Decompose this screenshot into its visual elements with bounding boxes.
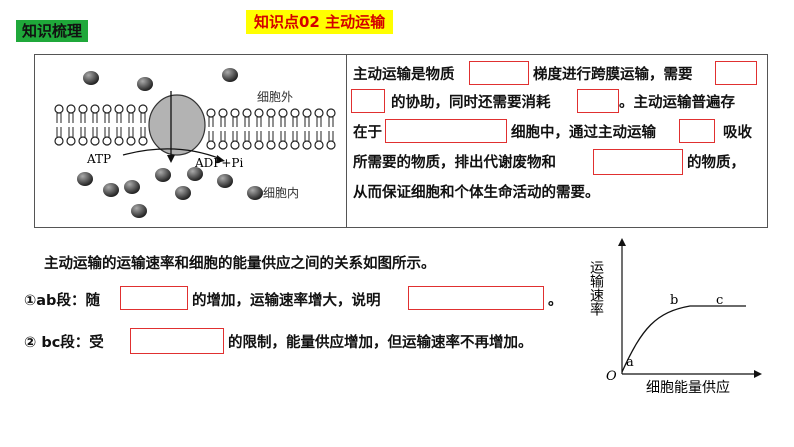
inside-label: 细胞内: [263, 186, 299, 200]
blank-1[interactable]: [469, 61, 529, 85]
molecule: [247, 186, 263, 200]
molecule: [175, 186, 191, 200]
molecule: [103, 183, 119, 197]
item1-c: 。: [548, 293, 563, 309]
molecule: [124, 180, 140, 194]
point-label-c: c: [716, 293, 723, 308]
item1-a: ①ab段：随: [24, 293, 100, 309]
def-line1-b: 梯度进行跨膜运输，需要: [533, 67, 693, 83]
y-axis-label: 运输速率: [590, 260, 604, 316]
def-line3-b: 细胞中，通过主动运输: [511, 125, 656, 141]
molecule: [83, 71, 99, 85]
rate-energy-chart: 运输速率 O a b c 细胞能量供应: [588, 232, 780, 432]
outside-label: 细胞外: [257, 90, 293, 104]
molecule: [217, 174, 233, 188]
lipid-bilayer-top: [54, 104, 336, 127]
membrane-diagram: ATP ADP+Pi 细胞外 细胞内: [34, 54, 348, 228]
def-line4-a: 所需要的物质，排出代谢废物和: [353, 155, 556, 171]
def-line3-c: 吸收: [723, 125, 752, 141]
molecule: [155, 168, 171, 182]
atp-label: ATP: [86, 152, 111, 166]
point-label-a: a: [626, 355, 634, 370]
rate-curve: [621, 305, 746, 373]
def-line2-a: 的协助，同时还需要消耗: [391, 95, 551, 111]
origin-label: O: [606, 369, 617, 384]
def-line1-a: 主动运输是物质: [353, 67, 455, 83]
blank-8[interactable]: [120, 286, 188, 310]
molecule: [222, 68, 238, 82]
def-line4-b: 的物质，: [687, 155, 745, 171]
blank-3[interactable]: [351, 89, 385, 113]
topic-title: 知识点02 主动运输: [246, 10, 394, 34]
molecule: [77, 172, 93, 186]
def-line5: 从而保证细胞和个体生命活动的需要。: [353, 185, 600, 201]
blank-10[interactable]: [130, 328, 224, 354]
item2-b: 的限制，能量供应增加，但运输速率不再增加。: [228, 335, 533, 351]
blank-6[interactable]: [679, 119, 715, 143]
blank-4[interactable]: [577, 89, 619, 113]
carrier-protein: [148, 94, 206, 156]
blank-2[interactable]: [715, 61, 757, 85]
lipid-bilayer-bottom: [54, 127, 336, 150]
molecule: [131, 204, 147, 218]
def-line2-b: 。主动运输普遍存: [619, 95, 735, 111]
point-label-b: b: [670, 293, 678, 308]
definition-box: 主动运输是物质 梯度进行跨膜运输，需要 的协助，同时还需要消耗 。主动运输普遍存…: [346, 54, 768, 228]
def-line3-a: 在于: [353, 125, 382, 141]
molecule: [187, 167, 203, 181]
chart-svg: 运输速率 O a b c 细胞能量供应: [588, 238, 762, 396]
relation-intro: 主动运输的运输速率和细胞的能量供应之间的关系如图所示。: [44, 256, 436, 272]
section-tag: 知识梳理: [16, 20, 89, 42]
blank-5[interactable]: [385, 119, 507, 143]
x-axis-label: 细胞能量供应: [646, 379, 730, 396]
molecule: [137, 77, 153, 91]
blank-7[interactable]: [593, 149, 683, 175]
item1-b: 的增加，运输速率增大，说明: [192, 293, 381, 309]
adp-label: ADP+Pi: [194, 156, 243, 170]
membrane-svg: ATP ADP+Pi 细胞外 细胞内: [54, 68, 336, 218]
item2-a: ② bc段：受: [24, 335, 104, 351]
blank-9[interactable]: [408, 286, 544, 310]
atp-arrow: [122, 148, 222, 160]
